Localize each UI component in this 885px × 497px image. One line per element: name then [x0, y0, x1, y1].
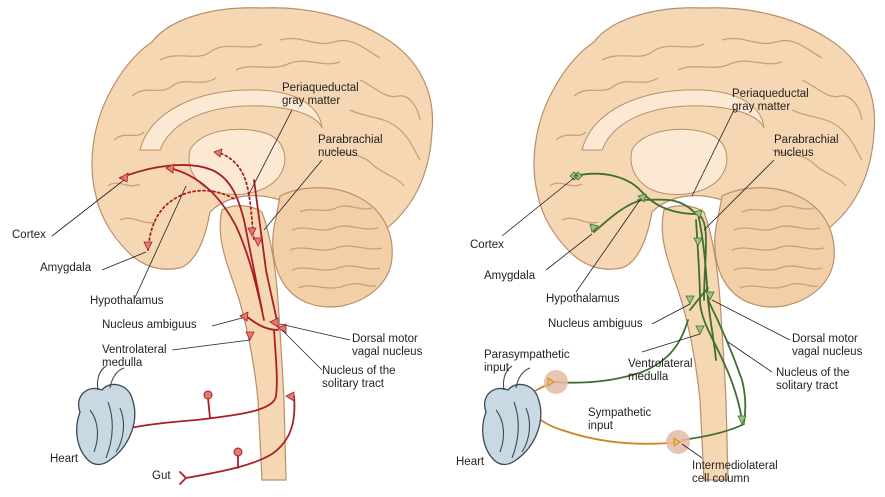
- ventrolateral-marker: [245, 331, 255, 341]
- amygdala-marker: [143, 241, 153, 251]
- amygdala-star: [589, 223, 599, 233]
- leader-periaqueductal-r: [691, 109, 735, 197]
- vagal-heart-efferent: [129, 329, 278, 429]
- spinal-marker: [285, 391, 295, 402]
- gut-stub: [179, 471, 187, 485]
- leader-ventrolateral-r: [641, 333, 701, 353]
- hypothalamus-green-path: [593, 199, 643, 233]
- pag-marker: [213, 148, 223, 158]
- left-label-amygdala: Amygdala: [40, 262, 92, 274]
- right-heart-icon: [482, 365, 542, 466]
- gut-ganglion: [233, 447, 243, 457]
- right-label-intermediolateral: Intermediolateral cell column: [692, 460, 778, 485]
- right-label-cortex: Cortex: [470, 239, 504, 251]
- leader-ambiguus: [211, 317, 243, 327]
- left-label-parabrachial: Parabrachial nucleus: [318, 134, 383, 159]
- right-label-sympathetic-input: Sympathetic input: [588, 407, 652, 432]
- dorsal-motor-star: [705, 291, 715, 301]
- leader-dorsal-motor-r: [711, 299, 791, 341]
- green-descending-main: [695, 219, 743, 421]
- leader-solitary: [281, 329, 323, 371]
- leader-cortex-r: [501, 177, 575, 237]
- right-label-ventrolateral-medulla: Ventrolateral medulla: [628, 358, 693, 383]
- right-leader-lines: [501, 109, 791, 459]
- parabrachial-path: [253, 179, 279, 327]
- leader-cortex: [51, 179, 125, 237]
- leader-amygdala-r: [545, 233, 593, 271]
- ambiguus-star: [685, 295, 695, 305]
- pag-star: [637, 193, 647, 203]
- sympathetic-marker: [673, 437, 681, 447]
- ventrolateral-star: [695, 325, 705, 335]
- parasympathetic-ganglion: [544, 370, 568, 394]
- leader-hypothalamus: [133, 185, 187, 301]
- ganglion-stalk-1: [207, 397, 211, 419]
- leader-parabrachial-r: [703, 159, 775, 231]
- leader-parabrachial: [263, 159, 323, 231]
- ventrolateral-path: [245, 315, 279, 331]
- intermediolateral-star: [737, 415, 747, 425]
- hypothalamus-descending-path: [169, 167, 265, 321]
- right-label-amygdala: Amygdala: [484, 270, 536, 282]
- right-label-solitary-tract: Nucleus of the solitary tract: [776, 367, 850, 392]
- left-heart-icon: [76, 365, 136, 466]
- right-label-parasympathetic-input: Parasympathetic input: [484, 349, 570, 374]
- left-label-hypothalamus: Hypothalamus: [90, 295, 164, 307]
- parasympathetic-marker: [547, 377, 555, 387]
- right-label-nucleus-ambiguus: Nucleus ambiguus: [548, 318, 643, 330]
- right-label-dorsal-motor: Dorsal motor vagal nucleus: [792, 333, 863, 358]
- cortex-green-path: [573, 172, 707, 301]
- leader-hypothalamus-r: [575, 199, 641, 293]
- parabrachial-star: [693, 209, 703, 219]
- left-leader-lines: [51, 109, 351, 371]
- green-descending-2: [707, 299, 747, 423]
- amygdala-dotted-path: [147, 189, 237, 251]
- left-label-heart: Heart: [50, 453, 79, 465]
- left-label-gut: Gut: [152, 470, 171, 482]
- hypothalamus-marker: [165, 163, 175, 174]
- right-label-periaqueductal: Periaqueductal gray matter: [732, 88, 809, 113]
- green-intermediolateral: [681, 423, 745, 441]
- heart-ganglion: [203, 390, 213, 400]
- right-green-markers: [547, 171, 747, 447]
- right-label-hypothalamus: Hypothalamus: [546, 293, 620, 305]
- left-label-nucleus-ambiguus: Nucleus ambiguus: [102, 319, 197, 331]
- left-label-ventrolateral-medulla: Ventrolateral medulla: [102, 344, 167, 369]
- left-label-solitary-tract: Nucleus of the solitary tract: [322, 365, 396, 390]
- right-brain: [533, 7, 876, 481]
- leader-ventrolateral: [171, 339, 251, 351]
- right-label-parabrachial: Parabrachial nucleus: [774, 134, 839, 159]
- ambiguus-marker: [239, 311, 249, 322]
- parabrachial-marker-2: [253, 237, 263, 247]
- right-green-pathways: [553, 172, 747, 441]
- pag-dotted-path: [215, 151, 255, 241]
- cortex-descending-path: [119, 164, 263, 311]
- left-label-cortex: Cortex: [12, 229, 46, 241]
- parabrachial-marker-1: [247, 227, 257, 237]
- right-label-heart: Heart: [456, 456, 485, 468]
- leader-solitary-r: [727, 341, 773, 373]
- solitary-gut-afferent: [185, 395, 296, 479]
- parabrachial-star-2: [693, 237, 703, 247]
- leader-amygdala: [101, 251, 147, 271]
- dorsal-motor-marker: [269, 317, 279, 328]
- leader-periaqueductal: [247, 109, 293, 197]
- left-red-pathways: [119, 151, 296, 485]
- left-panel: [51, 7, 434, 485]
- leader-dorsal-motor: [279, 323, 351, 341]
- green-parasympathetic-efferent: [553, 319, 689, 384]
- left-label-dorsal-motor: Dorsal motor vagal nucleus: [352, 333, 423, 358]
- leader-intermediolateral-r: [681, 443, 703, 459]
- green-ventrolateral: [689, 287, 709, 311]
- right-panel: [482, 7, 876, 481]
- leader-ambiguus-r: [651, 303, 691, 325]
- left-label-periaqueductal: Periaqueductal gray matter: [282, 82, 359, 107]
